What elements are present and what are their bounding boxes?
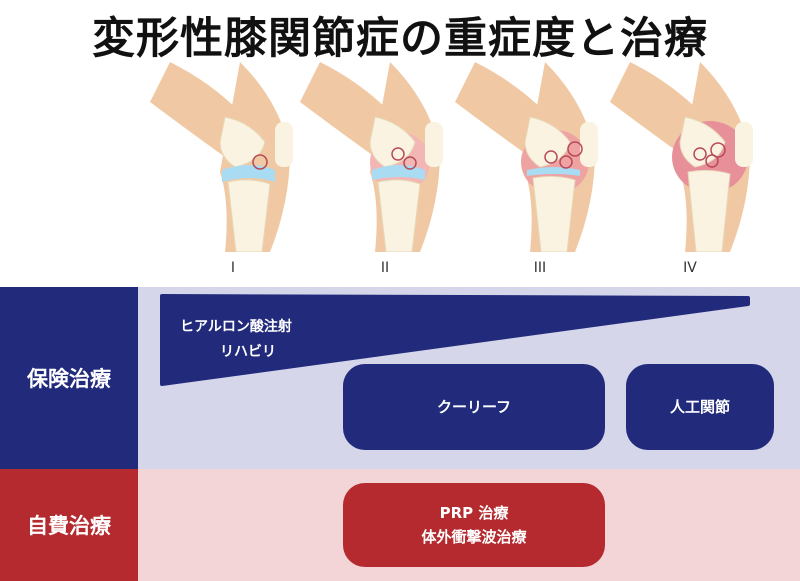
prp-shockwave-box: PRP 治療 体外衝撃波治療	[343, 483, 605, 567]
insurance-label-text: 保険治療	[27, 367, 111, 391]
coolief-box: クーリーフ	[343, 364, 605, 450]
knee-illustration-grade-4	[610, 62, 753, 252]
prp-label: PRP 治療	[439, 504, 509, 522]
wedge-text: ヒアルロン酸注射 リハビリ	[180, 315, 292, 365]
page-title: 変形性膝関節症の重症度と治療	[92, 14, 708, 64]
grade-label-1: I	[230, 260, 236, 276]
self-pay-label: 自費治療	[0, 469, 138, 581]
grade-label-2: II	[380, 260, 390, 276]
coolief-label: クーリーフ	[436, 398, 512, 416]
grade-label-3: III	[533, 260, 547, 276]
self-pay-label-text: 自費治療	[27, 514, 111, 538]
insurance-label: 保険治療	[0, 287, 138, 469]
rehabilitation-label: リハビリ	[220, 344, 276, 360]
knee-replacement-box: 人工関節	[626, 364, 774, 450]
knee-illustration-grade-1	[150, 62, 293, 252]
conservative-treatment-wedge	[160, 294, 750, 386]
knee-illustration-grade-3	[455, 62, 598, 252]
shockwave-label: 体外衝撃波治療	[421, 528, 527, 546]
knee-replacement-label: 人工関節	[669, 398, 730, 416]
knee-illustration-grade-2	[300, 62, 443, 252]
grade-label-4: IV	[683, 260, 697, 276]
hyaluronic-injection-label: ヒアルロン酸注射	[180, 319, 292, 335]
